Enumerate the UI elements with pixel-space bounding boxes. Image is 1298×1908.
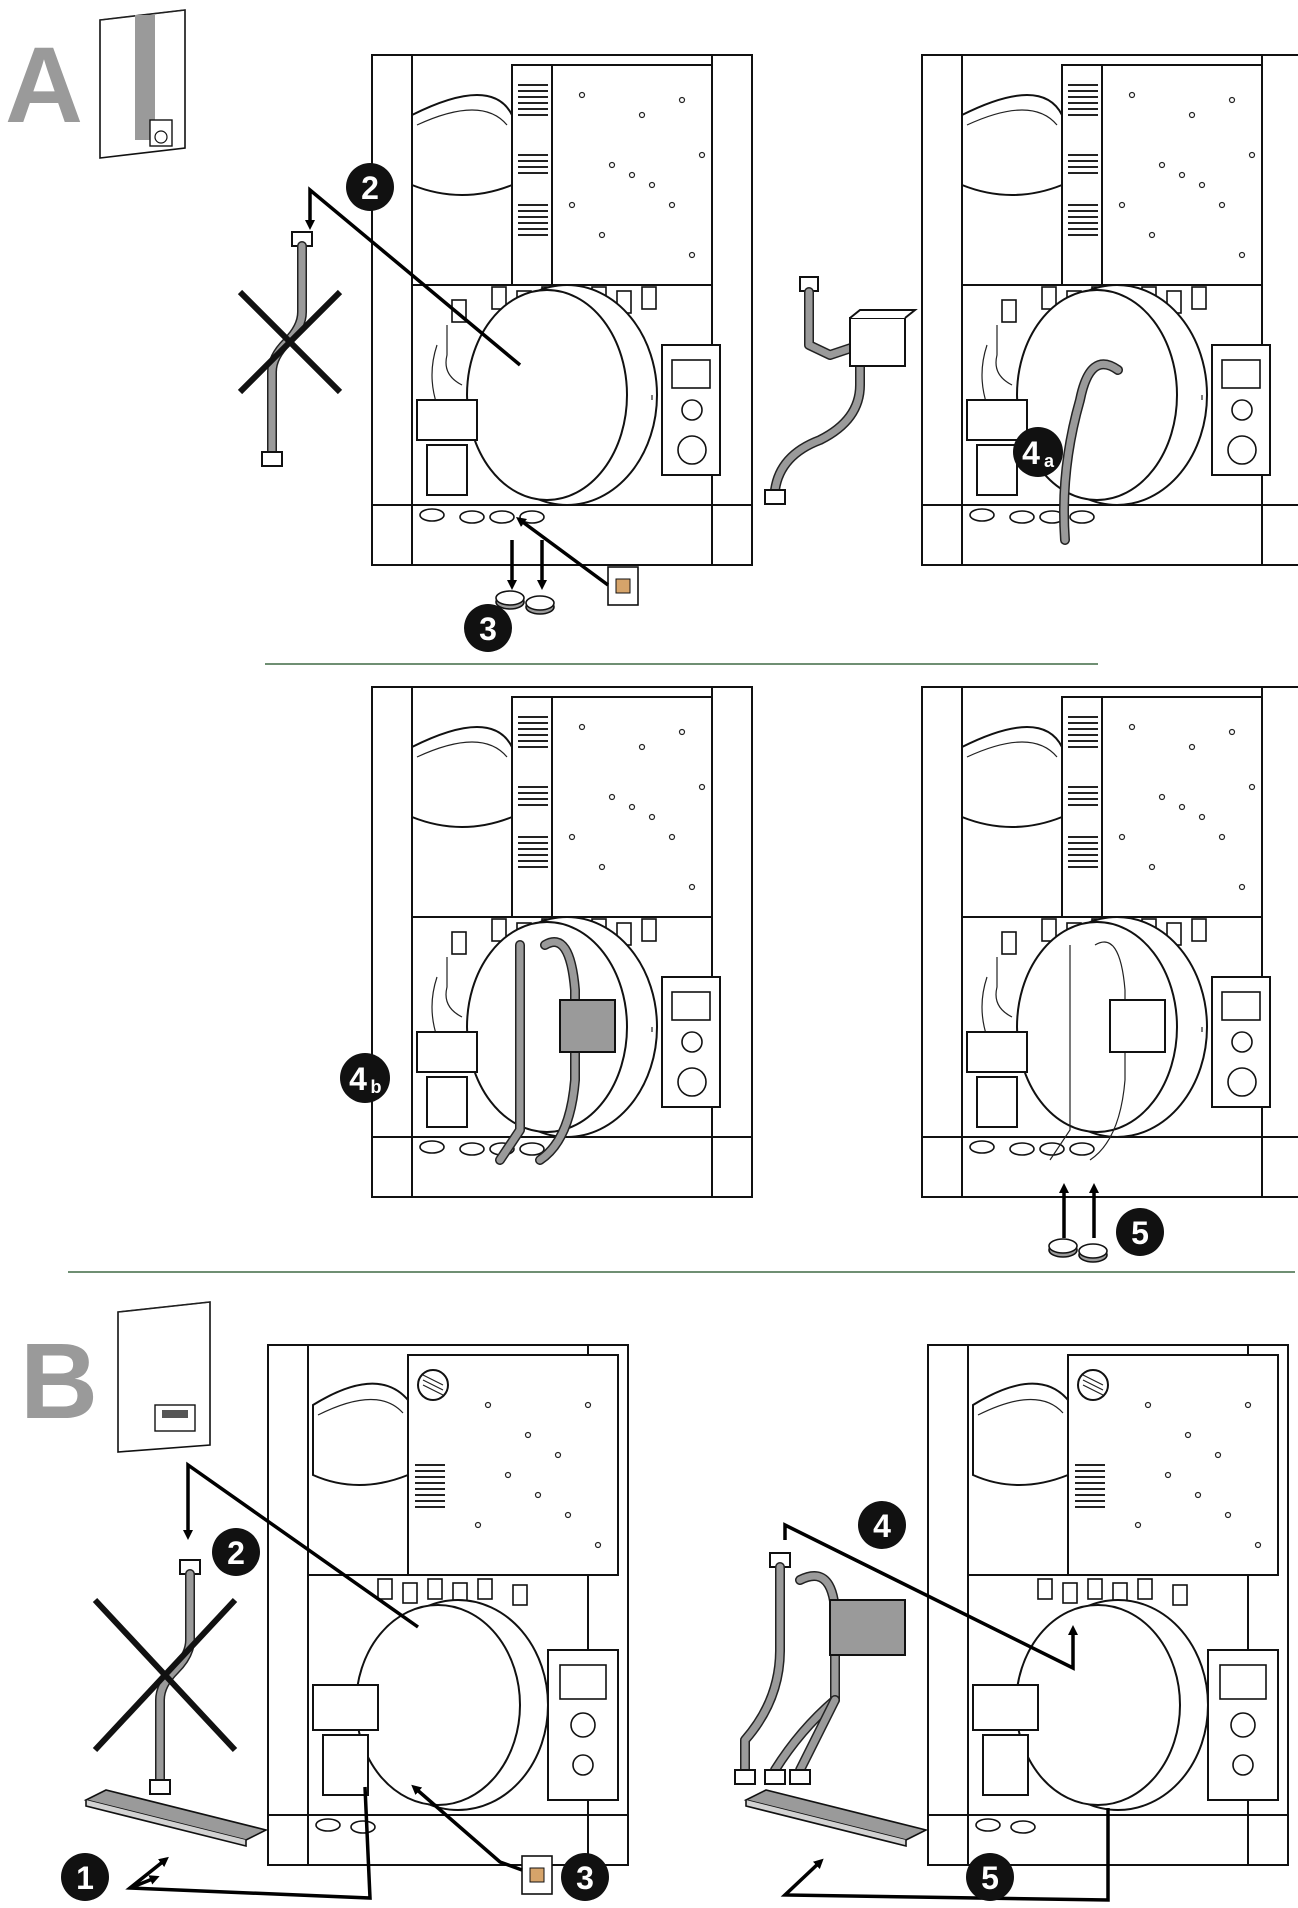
mounting-rail — [745, 1789, 927, 1847]
section-a-boiler-icon — [99, 9, 186, 159]
section-a-letter: A — [5, 24, 83, 145]
step-5-badge: 5 — [966, 1853, 1014, 1901]
caps — [495, 590, 555, 615]
caps — [1048, 1238, 1108, 1263]
svg-text:5: 5 — [1131, 1215, 1149, 1251]
step-5-arrow — [780, 1808, 1110, 1902]
panel-a4 — [921, 686, 1298, 1263]
panel-a3 — [371, 686, 753, 1198]
svg-text:b: b — [371, 1077, 382, 1097]
boiler-unit — [267, 1344, 629, 1866]
svg-text:4: 4 — [873, 1508, 891, 1544]
pump-assembly — [764, 276, 918, 505]
panel-b2 — [734, 1344, 1289, 1902]
panel-b1 — [85, 1344, 629, 1900]
section-b-letter: B — [20, 1320, 98, 1441]
svg-text:3: 3 — [576, 1860, 594, 1896]
installed-pump-pipes — [495, 937, 616, 1165]
boiler-unit — [921, 686, 1298, 1198]
step-2-arrow — [183, 1461, 420, 1629]
seal-sheet — [607, 566, 639, 606]
boiler-unit — [371, 54, 753, 566]
step-2-badge: 2 — [346, 163, 394, 211]
step-3-arrow — [515, 517, 610, 587]
svg-text:5: 5 — [981, 1860, 999, 1896]
boiler-unit — [921, 54, 1298, 566]
section-a: A — [5, 9, 1298, 1263]
mounting-rail — [85, 1789, 267, 1847]
installed-hose — [1059, 359, 1123, 545]
step-1-arrow — [129, 1875, 160, 1890]
step-2-badge: 2 — [212, 1528, 260, 1576]
section-b-boiler-icon — [117, 1301, 211, 1453]
step-1-arrow — [125, 1786, 372, 1900]
installed-pump-pipes — [1049, 941, 1166, 1161]
step-3-badge: 3 — [464, 604, 512, 652]
step-4-badge: 4 — [858, 1501, 906, 1549]
boiler-unit — [927, 1344, 1289, 1866]
svg-text:1: 1 — [76, 1860, 94, 1896]
step-3-badge: 3 — [561, 1853, 609, 1901]
section-b: B — [20, 1301, 1289, 1902]
removed-hose — [237, 232, 343, 466]
svg-text:3: 3 — [479, 611, 497, 647]
pump-assembly — [734, 1552, 906, 1785]
removed-hose — [92, 1560, 238, 1794]
step-4b-badge: 4 b — [340, 1053, 390, 1103]
step-1-badge: 1 — [61, 1853, 109, 1901]
step-2-arrow — [305, 186, 522, 367]
svg-text:4: 4 — [349, 1061, 367, 1097]
svg-text:4: 4 — [1022, 435, 1040, 471]
step-5-badge: 5 — [1116, 1208, 1164, 1256]
seal-sheet — [521, 1855, 553, 1895]
step-4-arrow — [783, 1522, 1078, 1671]
step-4a-badge: 4 a — [1013, 427, 1063, 477]
panel-a2 — [764, 54, 1298, 566]
svg-text:2: 2 — [361, 170, 379, 206]
svg-text:a: a — [1044, 451, 1055, 471]
panel-a1 — [237, 54, 753, 615]
step-3-arrow — [411, 1784, 523, 1872]
svg-text:2: 2 — [227, 1535, 245, 1571]
